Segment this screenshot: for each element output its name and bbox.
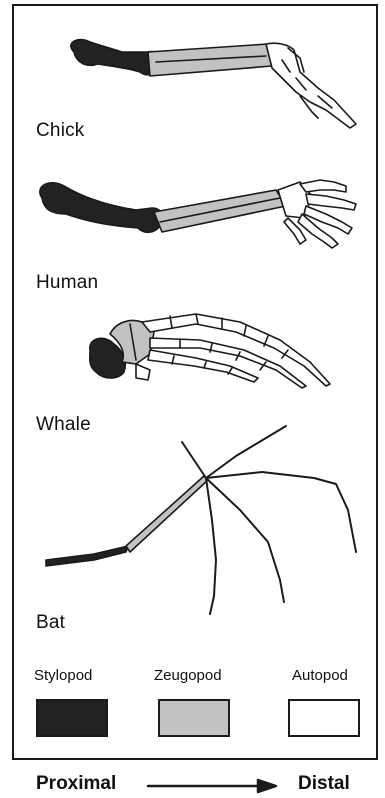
bat-stylopod <box>46 546 128 566</box>
label-whale: Whale <box>36 414 91 436</box>
label-distal: Distal <box>298 773 350 795</box>
chick-autopod <box>266 43 356 128</box>
label-human: Human <box>36 272 98 294</box>
legend-zeugopod-label: Zeugopod <box>154 667 222 684</box>
bat-zeugopod <box>126 476 208 552</box>
whale-limb <box>90 314 330 388</box>
proximal-distal-arrow <box>148 780 276 792</box>
chick-zeugopod <box>148 44 272 76</box>
legend-zeugopod-swatch <box>158 699 230 737</box>
chick-stylopod <box>71 40 159 75</box>
label-bat: Bat <box>36 612 65 634</box>
bat-limb <box>46 426 356 614</box>
legend-stylopod-swatch <box>36 699 108 737</box>
human-zeugopod <box>154 190 286 232</box>
legend-autopod-label: Autopod <box>292 667 348 684</box>
whale-autopod <box>136 314 330 388</box>
human-autopod <box>278 180 356 248</box>
label-proximal: Proximal <box>36 773 116 795</box>
human-stylopod <box>40 183 163 232</box>
bat-autopod <box>182 426 356 614</box>
legend-autopod-swatch <box>288 699 360 737</box>
human-limb <box>40 180 356 248</box>
label-chick: Chick <box>36 120 85 142</box>
chick-limb <box>71 40 356 128</box>
legend-stylopod-label: Stylopod <box>34 667 92 684</box>
